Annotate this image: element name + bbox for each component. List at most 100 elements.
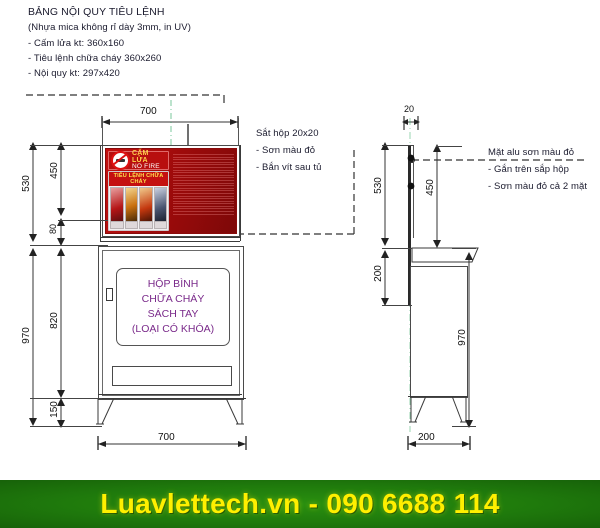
side-legs: [409, 396, 468, 423]
cabinet-vent: [112, 366, 232, 386]
notes-center-leader: [235, 150, 355, 237]
tieu-lenh-cell: [139, 187, 153, 229]
witness-line: [30, 398, 102, 399]
dim-label-side-530: 530: [372, 177, 384, 194]
sign-support-bottom: [100, 241, 240, 242]
cabinet-label: HỘP BÌNH CHỮA CHÁY SÁCH TAY (LOẠI CÓ KHÓ…: [116, 268, 230, 346]
dim-side-530: [381, 142, 389, 246]
dim-side-20: [402, 116, 420, 130]
dim-front-820: [57, 248, 65, 398]
tieu-lenh-cell: [153, 187, 167, 229]
ext-line-right: [238, 118, 239, 146]
sign-post-left: [100, 145, 101, 241]
title-block-item-0: - Cấm lửa kt: 360x160: [28, 38, 125, 49]
title-block: BẢNG NỘI QUY TIÊU LỆNH (Nhựa mica không …: [28, 6, 191, 79]
cabinet-base-rail-bottom: [94, 398, 246, 399]
dim-label-front-80: 80: [48, 223, 59, 235]
cabinet-lock-handle: [106, 288, 113, 301]
title-block-leader: [26, 94, 225, 103]
witness-line: [30, 426, 102, 427]
fire-step-caption: [111, 221, 123, 228]
witness-line: [30, 245, 108, 246]
title-block-heading: BẢNG NỘI QUY TIÊU LỆNH: [28, 6, 165, 18]
ext-line-left: [102, 118, 103, 146]
witness-line: [382, 145, 414, 146]
side-post-lower: [408, 238, 411, 306]
dim-label-side-bottom-200: 200: [418, 432, 435, 443]
notes-right-item-0: Mặt alu sơn màu đỏ: [488, 147, 575, 158]
dim-front-450: [57, 142, 65, 216]
dim-label-front-530: 530: [20, 175, 32, 192]
dim-side-200: [381, 250, 389, 306]
dim-label-side-450: 450: [424, 179, 436, 196]
sign-post-right: [240, 145, 241, 241]
no-fire-banner: CẤM LỬA NO FIRE: [108, 150, 169, 171]
sign-support-top: [100, 237, 240, 238]
tieu-lenh-panel: TIÊU LỆNH CHỮA CHÁY: [108, 171, 169, 231]
fire-step-caption: [154, 221, 166, 228]
dim-side-970: [465, 252, 473, 428]
notes-right-item-1: - Gắn trên sắp hộp: [488, 164, 570, 175]
noi-quy-text-lines: [173, 152, 234, 215]
tieu-lenh-cell: [124, 187, 138, 229]
witness-line: [382, 305, 412, 306]
fire-step-caption: [125, 221, 137, 228]
dim-label-front-bottom-700: 700: [158, 432, 175, 443]
dim-front-top-700: [101, 116, 239, 128]
dim-front-150: [57, 398, 65, 428]
sign-right-column: [171, 149, 236, 233]
notes-center-item-0: - Sơn màu đỏ: [256, 145, 316, 156]
side-cabinet-top: [411, 247, 479, 263]
notes-center: Sắt hộp 20x20 - Sơn màu đỏ - Bắn vít sau…: [256, 128, 322, 173]
dim-label-front-top-700: 700: [140, 106, 157, 117]
no-fire-subtitle: NO FIRE: [132, 163, 160, 171]
fire-step-image: [154, 188, 166, 221]
dim-front-970: [29, 248, 37, 426]
no-fire-icon: [111, 151, 130, 170]
witness-line: [382, 248, 412, 249]
no-fire-title: CẤM LỬA: [132, 150, 149, 165]
title-block-item-1: - Tiêu lệnh chữa cháy 360x260: [28, 53, 162, 64]
side-base-rail: [408, 396, 468, 397]
no-fire-text: CẤM LỬA NO FIRE: [132, 150, 166, 171]
sign-left-column: CẤM LỬA NO FIRE TIÊU LỆNH CHỮA CHÁY: [106, 149, 171, 233]
fire-step-image: [111, 188, 123, 221]
side-cabinet-body: [410, 266, 468, 398]
notes-center-heading: Sắt hộp 20x20: [256, 128, 319, 139]
red-sign-inner: CẤM LỬA NO FIRE TIÊU LỆNH CHỮA CHÁY: [105, 148, 237, 234]
notes-center-item-1: - Bắn vít sau tủ: [256, 162, 322, 173]
title-block-subheading: (Nhựa mica không rỉ dày 3mm, in UV): [28, 22, 191, 33]
cabinet-label-line-3: (LOẠI CÓ KHÓA): [131, 323, 215, 336]
tieu-lenh-title: TIÊU LỆNH CHỮA CHÁY: [109, 172, 168, 187]
witness-line: [58, 220, 108, 221]
notes-right-item-2: - Sơn màu đỏ cả 2 mặt: [488, 181, 588, 192]
side-sign-face: [413, 146, 414, 238]
witness-line: [436, 146, 462, 147]
fire-step-image: [125, 188, 137, 221]
cabinet-label-line-1: CHỮA CHÁY: [141, 292, 205, 305]
side-sign-section: [408, 146, 411, 238]
dim-label-side-20: 20: [404, 104, 415, 114]
dim-label-front-450: 450: [48, 162, 60, 179]
fire-step-caption: [140, 221, 152, 228]
footer-banner: Luavlettech.vn - 090 6688 114: [0, 480, 600, 528]
fire-step-image: [140, 188, 152, 221]
tieu-lenh-grid: [109, 186, 168, 230]
cabinet-base-rail-top: [98, 394, 242, 395]
dim-label-front-820: 820: [48, 312, 60, 329]
dim-side-bottom-200: [407, 436, 471, 450]
footer-contact-text: Luavlettech.vn - 090 6688 114: [100, 488, 500, 519]
dim-front-bottom-700: [97, 436, 247, 450]
dim-front-530: [29, 142, 37, 242]
dim-label-front-150: 150: [48, 401, 60, 418]
dim-label-front-970: 970: [20, 327, 32, 344]
witness-line: [452, 426, 476, 427]
notes-right: Mặt alu sơn màu đỏ - Gắn trên sắp hộp - …: [488, 147, 587, 192]
red-sign-panel: CẤM LỬA NO FIRE TIÊU LỆNH CHỮA CHÁY: [102, 145, 240, 237]
cabinet-label-line-0: HỘP BÌNH: [147, 277, 199, 290]
dim-side-450: [433, 144, 441, 248]
title-block-item-2: - Nội quy kt: 297x420: [28, 68, 120, 79]
cabinet-label-line-2: SÁCH TAY: [147, 308, 199, 320]
side-mount-points: [407, 154, 415, 190]
